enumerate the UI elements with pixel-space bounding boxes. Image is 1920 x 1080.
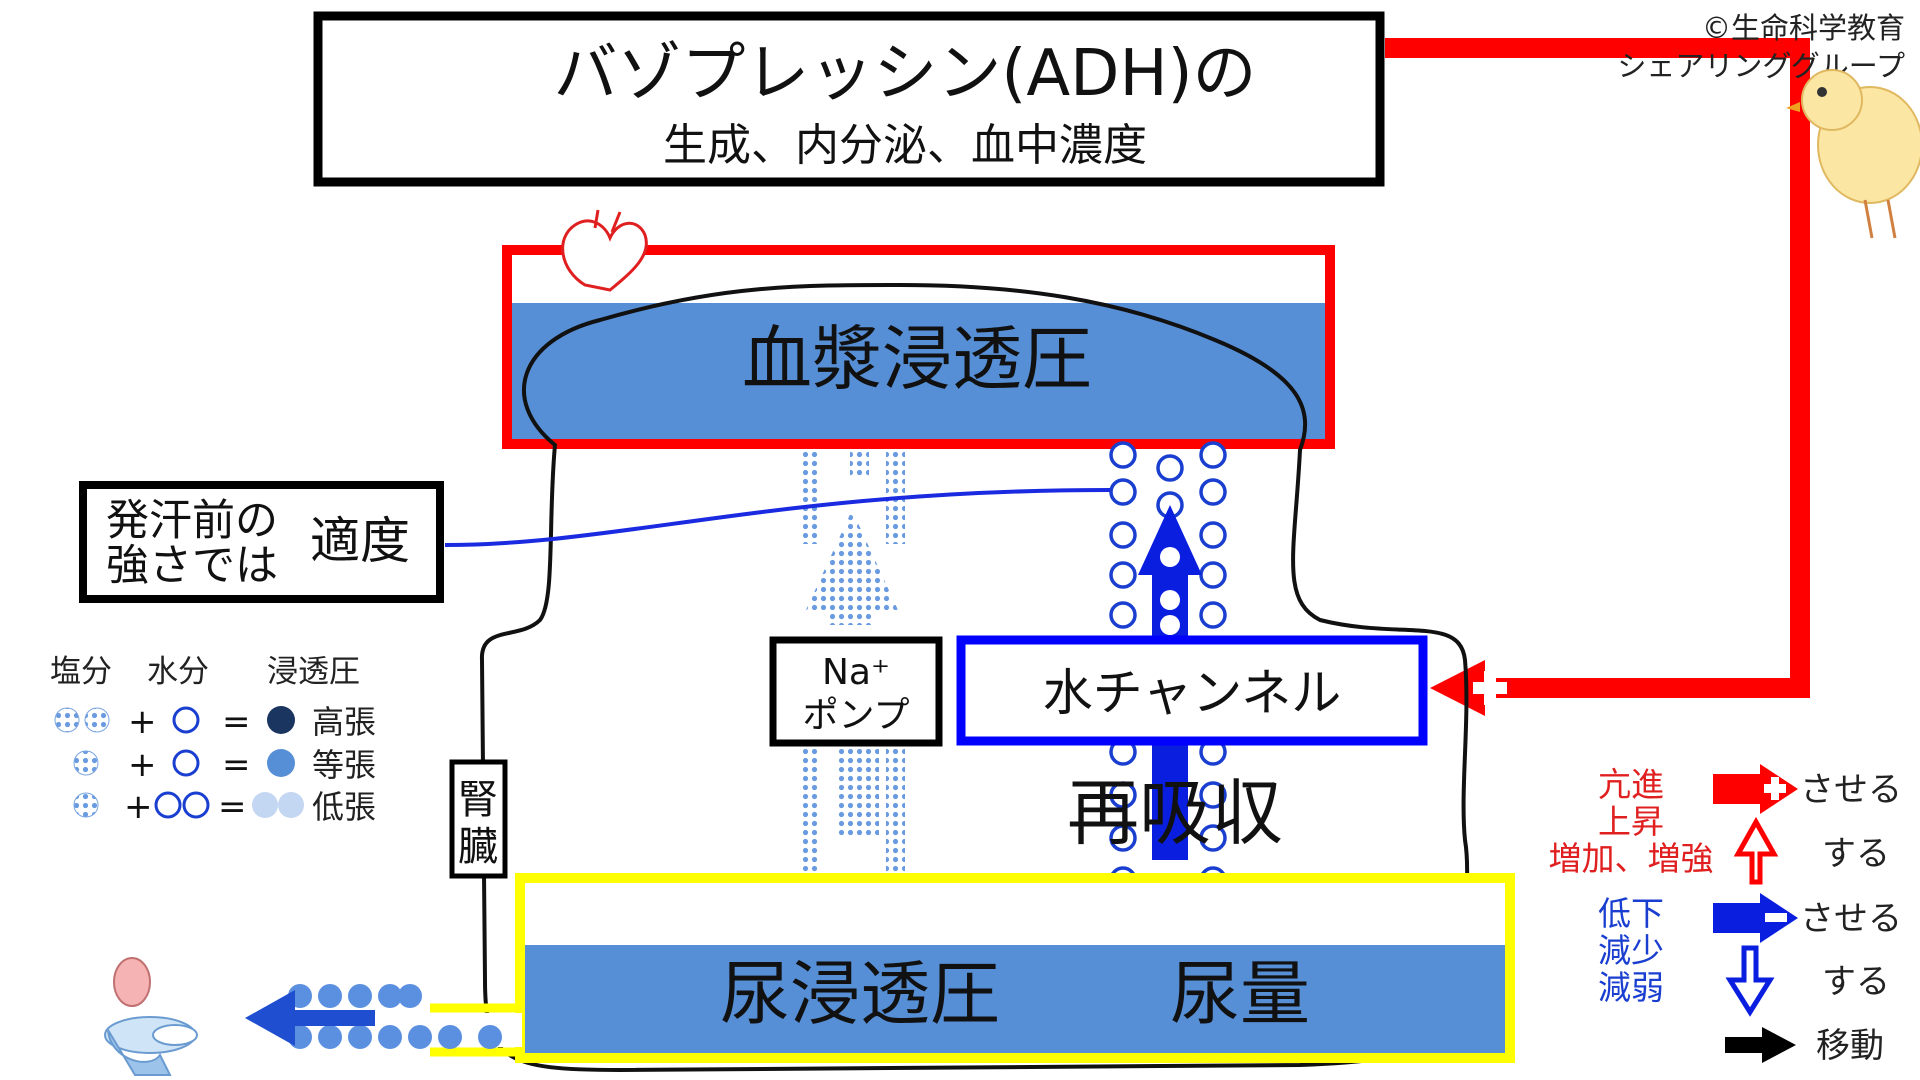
legend-header-osmo: 浸透圧 <box>267 654 360 690</box>
legend-text-increase: 増加、増強 <box>1549 839 1714 878</box>
blue-minus-arrow-icon <box>1713 893 1798 943</box>
urine-outflow <box>245 984 502 1049</box>
toilet-icon <box>104 957 198 1076</box>
equals-sign-1: = <box>222 702 251 742</box>
urine-fill <box>525 945 1505 1053</box>
plasma-osmolality-label: 血漿浸透圧 <box>742 318 1092 400</box>
red-plus-arrow-icon <box>1713 764 1798 814</box>
plus-arrow-icon <box>1430 660 1507 716</box>
feedback-line <box>1385 38 1810 698</box>
arrow-legend: 亢進 上昇 増加、増強 させる する 低下 減少 減弱 させる する <box>1549 764 1902 1066</box>
kidney-label-char2: 臓 <box>458 824 498 870</box>
na-pump-line1: Na⁺ <box>822 652 890 693</box>
copyright-line1: ©生命科学教育 <box>1702 11 1905 45</box>
chick-mascot-icon <box>1786 69 1920 239</box>
na-pump-line2: ポンプ <box>803 695 910 736</box>
equals-sign-3: = <box>218 787 247 827</box>
equals-sign-2: = <box>222 745 251 785</box>
reabsorption-label: 再吸収 <box>1067 771 1283 855</box>
sweat-value: 適度 <box>310 512 410 570</box>
blue-down-arrow-icon <box>1725 945 1775 1017</box>
heart-icon <box>561 209 648 292</box>
legend-text-rise: 上昇 <box>1598 802 1664 841</box>
sweat-text-line1: 発汗前の <box>106 496 278 546</box>
black-move-arrow-icon <box>1725 1027 1796 1063</box>
legend-suru-2: する <box>1822 962 1890 1002</box>
salt-up-arrow <box>806 510 898 625</box>
kidney-label-char1: 腎 <box>458 777 498 823</box>
legend-saseru-2: させる <box>1800 899 1902 939</box>
legend-row-hypo: 低張 <box>312 788 376 826</box>
legend-header-water: 水分 <box>147 654 209 690</box>
legend-text-decrease: 低下 <box>1598 894 1664 933</box>
kidney-label-data: 腎臓 <box>0 0 2 1</box>
salt-dots-upper <box>801 448 905 544</box>
title-box <box>313 11 1385 187</box>
legend-move: 移動 <box>1816 1026 1884 1066</box>
urine-osmo-label: 尿浸透圧 <box>720 953 1000 1035</box>
osmolality-legend: 塩分 水分 浸透圧 + = 高張 + = 等張 + = 低張 <box>50 654 376 827</box>
water-channel-label: 水チャンネル <box>1043 664 1342 722</box>
kidney-label-box <box>449 759 508 879</box>
title-text: バゾプレッシン(ADH)の <box>553 37 1256 111</box>
legend-text-weaken: 減弱 <box>1598 968 1664 1007</box>
sweat-connector-line <box>444 488 1111 547</box>
subtitle-text: 生成、内分泌、血中濃度 <box>663 120 1147 171</box>
legend-header-salt: 塩分 <box>50 654 112 690</box>
red-up-arrow-icon <box>1733 816 1779 885</box>
plasma-fill <box>512 303 1325 439</box>
legend-row-iso: 等張 <box>312 746 376 784</box>
legend-suru-1: する <box>1822 834 1890 874</box>
urine-volume-label: 尿量 <box>1170 953 1310 1035</box>
sweat-text-line2: 強さでは <box>106 541 278 591</box>
plus-sign-3: + <box>124 787 153 827</box>
plus-sign-1: + <box>128 702 157 742</box>
na-pump-box <box>769 636 943 747</box>
water-channel-box <box>956 635 1428 746</box>
sweat-box <box>79 481 444 603</box>
legend-saseru-1: させる <box>1800 770 1902 810</box>
legend-row-hyper: 高張 <box>312 703 376 741</box>
legend-text-reduce: 減少 <box>1598 931 1664 970</box>
copyright-line2: シェアリンググループ <box>1617 49 1905 83</box>
legend-text-enhance: 亢進 <box>1598 765 1664 804</box>
plus-sign-2: + <box>128 745 157 785</box>
